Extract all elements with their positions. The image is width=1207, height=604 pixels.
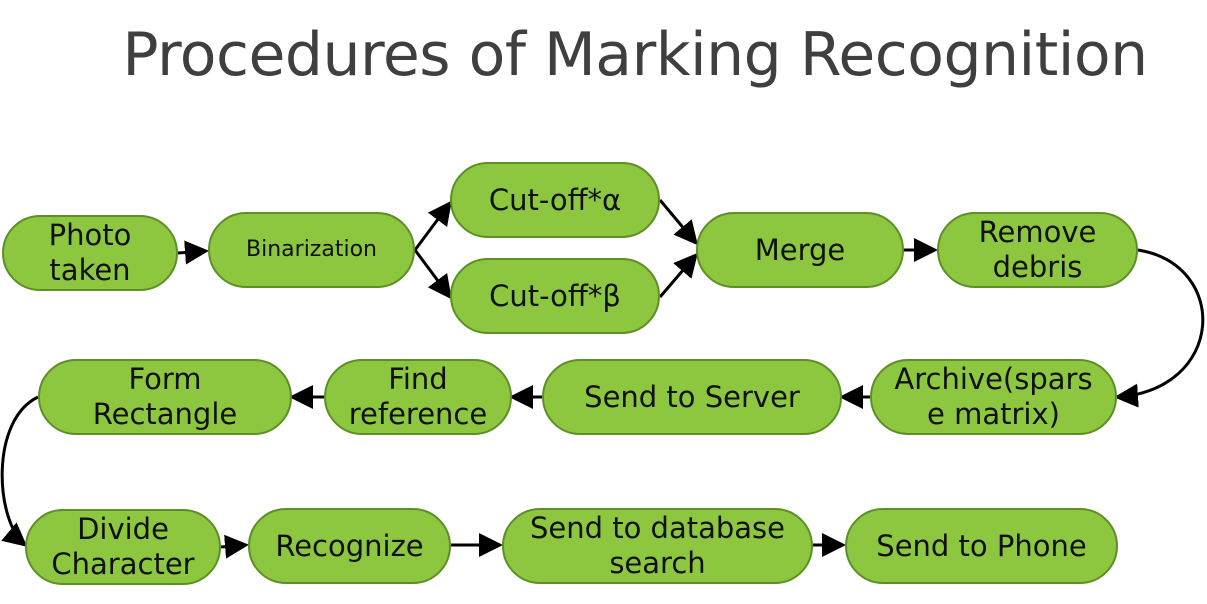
node-form-rectangle: Form Rectangle	[38, 359, 292, 435]
arrow-binarization-cutoff-a	[413, 200, 452, 251]
arrow-divide-recognize	[220, 534, 249, 559]
node-merge: Merge	[696, 212, 904, 288]
arrow-binarization-cutoff-b	[413, 249, 452, 300]
node-remove-debris: Remove debris	[937, 212, 1138, 288]
node-send-to-server: Send to Server	[542, 359, 842, 435]
node-send-to-phone: Send to Phone	[845, 508, 1118, 584]
node-divide-character: Divide Character	[25, 509, 221, 585]
arrow-rectangle-divide	[0, 395, 39, 547]
node-cutoff-alpha: Cut-off*α	[450, 162, 660, 238]
node-cutoff-beta: Cut-off*β	[450, 258, 660, 334]
node-recognize: Recognize	[248, 508, 451, 584]
arrow-cutoff-a-merge	[658, 199, 698, 246]
node-find-reference: Find reference	[324, 359, 512, 435]
node-send-to-database-search: Send to database search	[502, 508, 813, 584]
node-binarization: Binarization	[208, 212, 415, 288]
arrow-remove-archive	[1114, 248, 1205, 408]
arrow-photo-binarization	[177, 240, 209, 265]
node-archive-sparse-matrix: Archive(spars e matrix)	[870, 359, 1117, 435]
diagram-title: Procedures of Marking Recognition	[122, 20, 1148, 90]
node-photo-taken: Photo taken	[2, 215, 178, 291]
arrow-cutoff-b-merge	[658, 252, 698, 298]
